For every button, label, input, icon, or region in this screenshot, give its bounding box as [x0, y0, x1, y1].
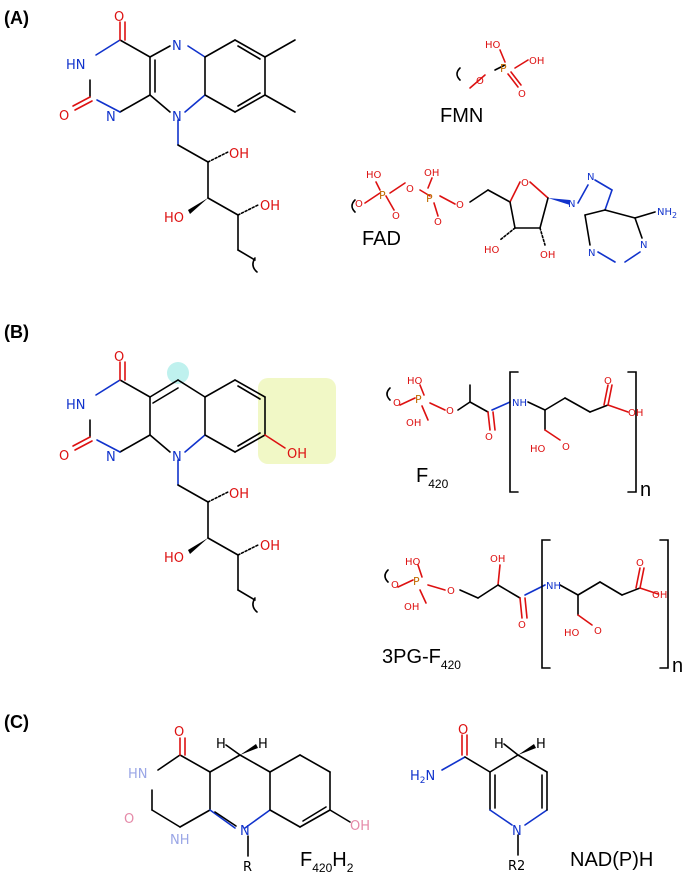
f420-ho2: HO — [530, 444, 546, 455]
fad-o4: O — [434, 217, 442, 228]
pg3-o2: O — [447, 586, 455, 597]
atom-n-a2: N — [172, 39, 182, 54]
atom-ho-a: HO — [164, 211, 184, 226]
atom-oh-b1: OH — [229, 487, 249, 502]
nadph-o: O — [458, 723, 468, 738]
f420-o4: O — [562, 442, 570, 453]
f420h2-hn: HN — [128, 767, 148, 782]
f420-o2: O — [446, 406, 454, 417]
f420h2-label: F420H2 — [300, 849, 354, 875]
f420-o5: O — [604, 376, 612, 387]
atom-o-a2: O — [59, 109, 69, 124]
fad-n3: N — [588, 248, 595, 259]
f420h2-o2: O — [124, 812, 134, 827]
atom-oh-a2: OH — [260, 199, 280, 214]
nadph-n: N — [512, 824, 522, 839]
highlight-cyan — [167, 362, 189, 384]
f420-label: F420 — [416, 465, 449, 491]
pg3-nh: NH — [546, 581, 561, 592]
f420h2-oh: OH — [350, 819, 370, 834]
fad-o3: O — [406, 184, 414, 195]
nadph-r2: R2 — [508, 859, 525, 874]
fmn-oh: OH — [529, 56, 544, 67]
fad-n2: N — [587, 172, 594, 183]
panel-a-label: (A) — [4, 8, 29, 28]
atom-ho-b: HO — [164, 551, 184, 566]
atom-oh-b0: OH — [287, 447, 307, 462]
atom-n-a1: N — [106, 110, 116, 125]
f420h2-nh: NH — [170, 833, 190, 848]
atom-oh-b2: OH — [260, 539, 280, 554]
pg3-o4: O — [594, 626, 602, 637]
fad-oh2: OH — [540, 250, 555, 261]
atom-o-a1: O — [114, 10, 124, 25]
atom-n-b2: N — [172, 450, 182, 465]
nadph-structure — [441, 734, 548, 856]
panel-c-label: (C) — [4, 712, 29, 732]
fmn-p: P — [500, 62, 507, 75]
f420-o1: O — [393, 398, 401, 409]
fad-o2: O — [392, 211, 400, 222]
pg3-o3: O — [518, 620, 526, 631]
f420-tail — [386, 371, 637, 493]
fmn-ho: HO — [485, 40, 501, 51]
atom-n-b1: N — [106, 450, 116, 465]
atom-hn-b: HN — [66, 398, 86, 413]
fad-o1: O — [355, 199, 363, 210]
atom-n-a3: N — [172, 110, 182, 125]
f420h2-o1: O — [174, 725, 184, 740]
fad-o5: O — [456, 200, 464, 211]
pg3-oh: OH — [404, 602, 419, 613]
f420h2-n: N — [240, 824, 250, 839]
pg3-o5: O — [636, 558, 644, 569]
atom-oh-a1: OH — [229, 147, 249, 162]
flavin-structure-a — [72, 21, 296, 273]
pg3-label: 3PG-F420 — [382, 646, 461, 672]
panel-b-label: (B) — [4, 322, 29, 342]
fmn-label: FMN — [440, 105, 483, 127]
fad-n1: N — [568, 199, 575, 210]
pg3-oh3: OH — [652, 590, 667, 601]
f420h2-structure — [151, 737, 351, 857]
pg3-p: P — [413, 575, 420, 588]
f420-oh: OH — [406, 418, 421, 429]
f420-nh: NH — [512, 398, 527, 409]
fad-o-ring: O — [521, 178, 529, 189]
f420h2-r: R — [243, 860, 252, 875]
f420-p: P — [415, 393, 422, 406]
pg3-f420-tail — [384, 539, 669, 669]
f420-ho: HO — [407, 376, 423, 387]
nadph-h1: H — [494, 737, 504, 752]
fad-label: FAD — [362, 228, 401, 250]
f420h2-h1: H — [216, 737, 226, 752]
f420h2-h2: H — [258, 737, 268, 752]
f420-oh2: OH — [628, 408, 643, 419]
fmn-phosphate — [456, 49, 529, 89]
fmn-o2: O — [518, 89, 526, 100]
fmn-o1: O — [476, 76, 484, 87]
pg3-ho2: HO — [564, 628, 580, 639]
pg3-ho: HO — [405, 557, 421, 568]
f420-o3: O — [485, 432, 493, 443]
nadph-h2n: H2N — [410, 769, 435, 786]
fad-p2: P — [426, 192, 433, 205]
f420-n-label: n — [640, 479, 651, 501]
fad-p1: P — [379, 189, 386, 202]
fad-n4: N — [640, 240, 647, 251]
fad-oh: OH — [424, 168, 439, 179]
atom-o-b1: O — [114, 350, 124, 365]
fad-ho1: HO — [366, 170, 382, 181]
pg3-o1: O — [391, 580, 399, 591]
nadph-h2: H — [536, 737, 546, 752]
atom-o-b2: O — [59, 449, 69, 464]
nadph-label: NAD(P)H — [570, 849, 653, 871]
deazaflavin-structure-b — [72, 361, 286, 613]
fad-structure — [351, 177, 656, 263]
atom-hn-a: HN — [66, 58, 86, 73]
pg3-oh2: OH — [490, 554, 505, 565]
fad-ho2: HO — [484, 245, 500, 256]
fad-nh2: NH2 — [657, 207, 677, 220]
pg3-n-label: n — [672, 655, 683, 677]
